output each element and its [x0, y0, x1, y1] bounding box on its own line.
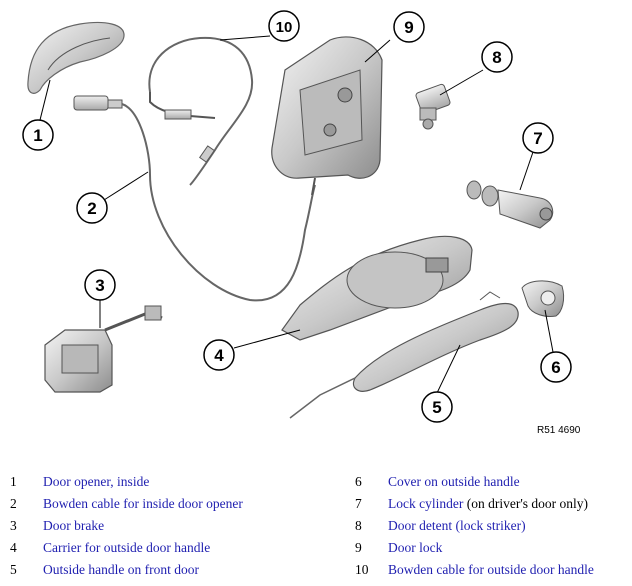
- svg-text:3: 3: [95, 276, 104, 295]
- part-handle-cover: [521, 280, 565, 317]
- legend-number: 1: [10, 474, 17, 489]
- legend-label: Cover on outside handle: [388, 474, 520, 489]
- legend-label: Door brake: [43, 518, 105, 533]
- leader-10: [219, 35, 271, 41]
- svg-text:4: 4: [214, 346, 224, 365]
- callout-7: 7: [522, 122, 554, 154]
- legend-label: Bowden cable for inside door opener: [43, 496, 243, 511]
- legend-number: 3: [10, 518, 17, 533]
- leader-5: [436, 344, 461, 394]
- legend-label: Door opener, inside: [43, 474, 150, 489]
- leader-7: [519, 151, 534, 191]
- part-outside-handle: [289, 291, 519, 419]
- part-bowden-cable-inside: [73, 95, 316, 302]
- svg-text:10: 10: [276, 19, 293, 36]
- callout-3: 3: [84, 269, 116, 301]
- part-door-opener-inside: [27, 21, 125, 94]
- part-bowden-cable-outside: [148, 36, 254, 186]
- legend-label: Lock cylinder (on driver's door only): [388, 494, 588, 514]
- legend-number: 10: [355, 562, 369, 577]
- legend-number: 6: [355, 474, 362, 489]
- part-lock-cylinder: [466, 180, 554, 229]
- leader-1: [39, 79, 51, 121]
- svg-text:1: 1: [33, 126, 42, 145]
- callout-8: 8: [481, 41, 513, 73]
- legend-label: Carrier for outside door handle: [43, 540, 211, 555]
- leader-9: [364, 39, 391, 63]
- part-door-lock: [271, 36, 383, 196]
- callouts: 1 2 3 4 5 6 7 8 9 10: [22, 10, 572, 423]
- reference-code: R51 4690: [537, 425, 581, 436]
- callout-4: 4: [203, 339, 235, 371]
- svg-text:6: 6: [551, 358, 560, 377]
- parts-diagram: 1 2 3 4 5 6 7 8 9 10 R51 4690: [22, 10, 581, 436]
- legend-label: Door detent (lock striker): [388, 518, 526, 533]
- leader-4: [233, 329, 301, 349]
- legend-number: 9: [355, 540, 362, 555]
- legend-number: 8: [355, 518, 362, 533]
- legend-label: Outside handle on front door: [43, 562, 199, 577]
- legend-label-note: (on driver's door only): [463, 496, 589, 511]
- legend-number: 5: [10, 562, 17, 577]
- part-door-detent: [415, 83, 451, 130]
- leader-2: [103, 171, 149, 201]
- callout-5: 5: [421, 391, 453, 423]
- legend-label: Door lock: [388, 540, 443, 555]
- callout-6: 6: [540, 351, 572, 383]
- callout-10: 10: [268, 10, 300, 42]
- callout-9: 9: [393, 11, 425, 43]
- legend-number: 2: [10, 496, 17, 511]
- svg-text:8: 8: [492, 48, 501, 67]
- parts-legend: 1 Door opener, inside 2 Bowden cable for…: [0, 472, 632, 584]
- leader-6: [544, 309, 554, 353]
- callout-1: 1: [22, 119, 54, 151]
- svg-text:9: 9: [404, 18, 413, 37]
- svg-text:2: 2: [87, 199, 96, 218]
- legend-number: 4: [10, 540, 17, 555]
- part-door-brake: [44, 305, 163, 393]
- callout-2: 2: [76, 192, 108, 224]
- legend-label-main: Lock cylinder: [388, 496, 464, 511]
- svg-text:5: 5: [432, 398, 441, 417]
- svg-text:7: 7: [533, 129, 542, 148]
- leader-8: [439, 69, 484, 96]
- legend-label: Bowden cable for outside door handle: [388, 562, 594, 577]
- legend-number: 7: [355, 496, 362, 511]
- leader-lines: [39, 35, 554, 394]
- part-handle-carrier: [281, 235, 473, 341]
